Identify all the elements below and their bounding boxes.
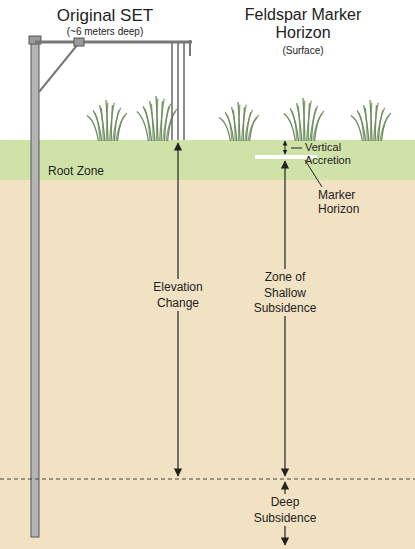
label-patch: Elevation Change [151, 279, 204, 311]
dimension-arrow [284, 161, 285, 476]
grass-blade [156, 96, 158, 141]
grass-blade [315, 114, 323, 141]
grass-blade [364, 105, 369, 141]
grass-blade [382, 116, 390, 141]
grass-blade [297, 103, 302, 141]
grass-blade [308, 103, 309, 141]
dimension-label: Vertical Accretion [305, 141, 377, 166]
zone-label: Root Zone [48, 165, 138, 179]
dimension-label: Zone of Shallow Subsidence [247, 270, 323, 317]
grass-blade [248, 115, 259, 141]
grass-blade [375, 105, 376, 141]
set-pin [171, 43, 173, 140]
marsh-grass [87, 96, 391, 141]
dimension-label: Elevation Change [146, 280, 210, 311]
set-arm [35, 41, 192, 44]
set-pin [183, 43, 185, 140]
grass-blade [225, 112, 233, 141]
set-brace [39, 44, 78, 92]
label-patch: Deep Subsidence [252, 494, 319, 526]
column-heading: Feldspar Marker Horizon [228, 6, 378, 43]
grass-blade [150, 101, 155, 141]
column-heading: Original SET [25, 6, 185, 26]
dimension-arrow [285, 141, 286, 154]
root-zone-band [0, 140, 415, 180]
set-rod [31, 40, 39, 537]
depth-line [0, 479, 415, 480]
leader-line [291, 148, 302, 149]
grass-blade [313, 111, 324, 141]
grass-blade [370, 100, 372, 141]
sediment-ground [0, 140, 415, 549]
grass-blade [232, 107, 237, 141]
grass-blade [290, 108, 298, 141]
grass-blade [238, 102, 240, 141]
depth-note: (Surface) [228, 45, 378, 57]
part-label: Marker Horizon [318, 189, 398, 217]
dimension-label: Deep Subsidence [247, 495, 323, 526]
set-clamp [74, 38, 84, 46]
grass-blade [93, 110, 101, 141]
set-post [189, 40, 191, 56]
label-patch: Zone of Shallow Subsidence [252, 269, 319, 316]
depth-note: (~6 meters deep) [25, 26, 185, 38]
grass-blade [161, 101, 162, 141]
grass-blade [100, 105, 105, 141]
grass-blade [106, 100, 108, 141]
grass-blade [250, 118, 258, 141]
grass-blade [143, 106, 151, 141]
grass-blade [243, 107, 244, 141]
grass-blade [380, 113, 391, 141]
set-pin [177, 43, 179, 140]
grass-blade [357, 110, 365, 141]
grass-blade [303, 98, 305, 141]
grass-blade [116, 113, 127, 141]
grass-blade [118, 116, 126, 141]
grass-blade [111, 105, 112, 141]
